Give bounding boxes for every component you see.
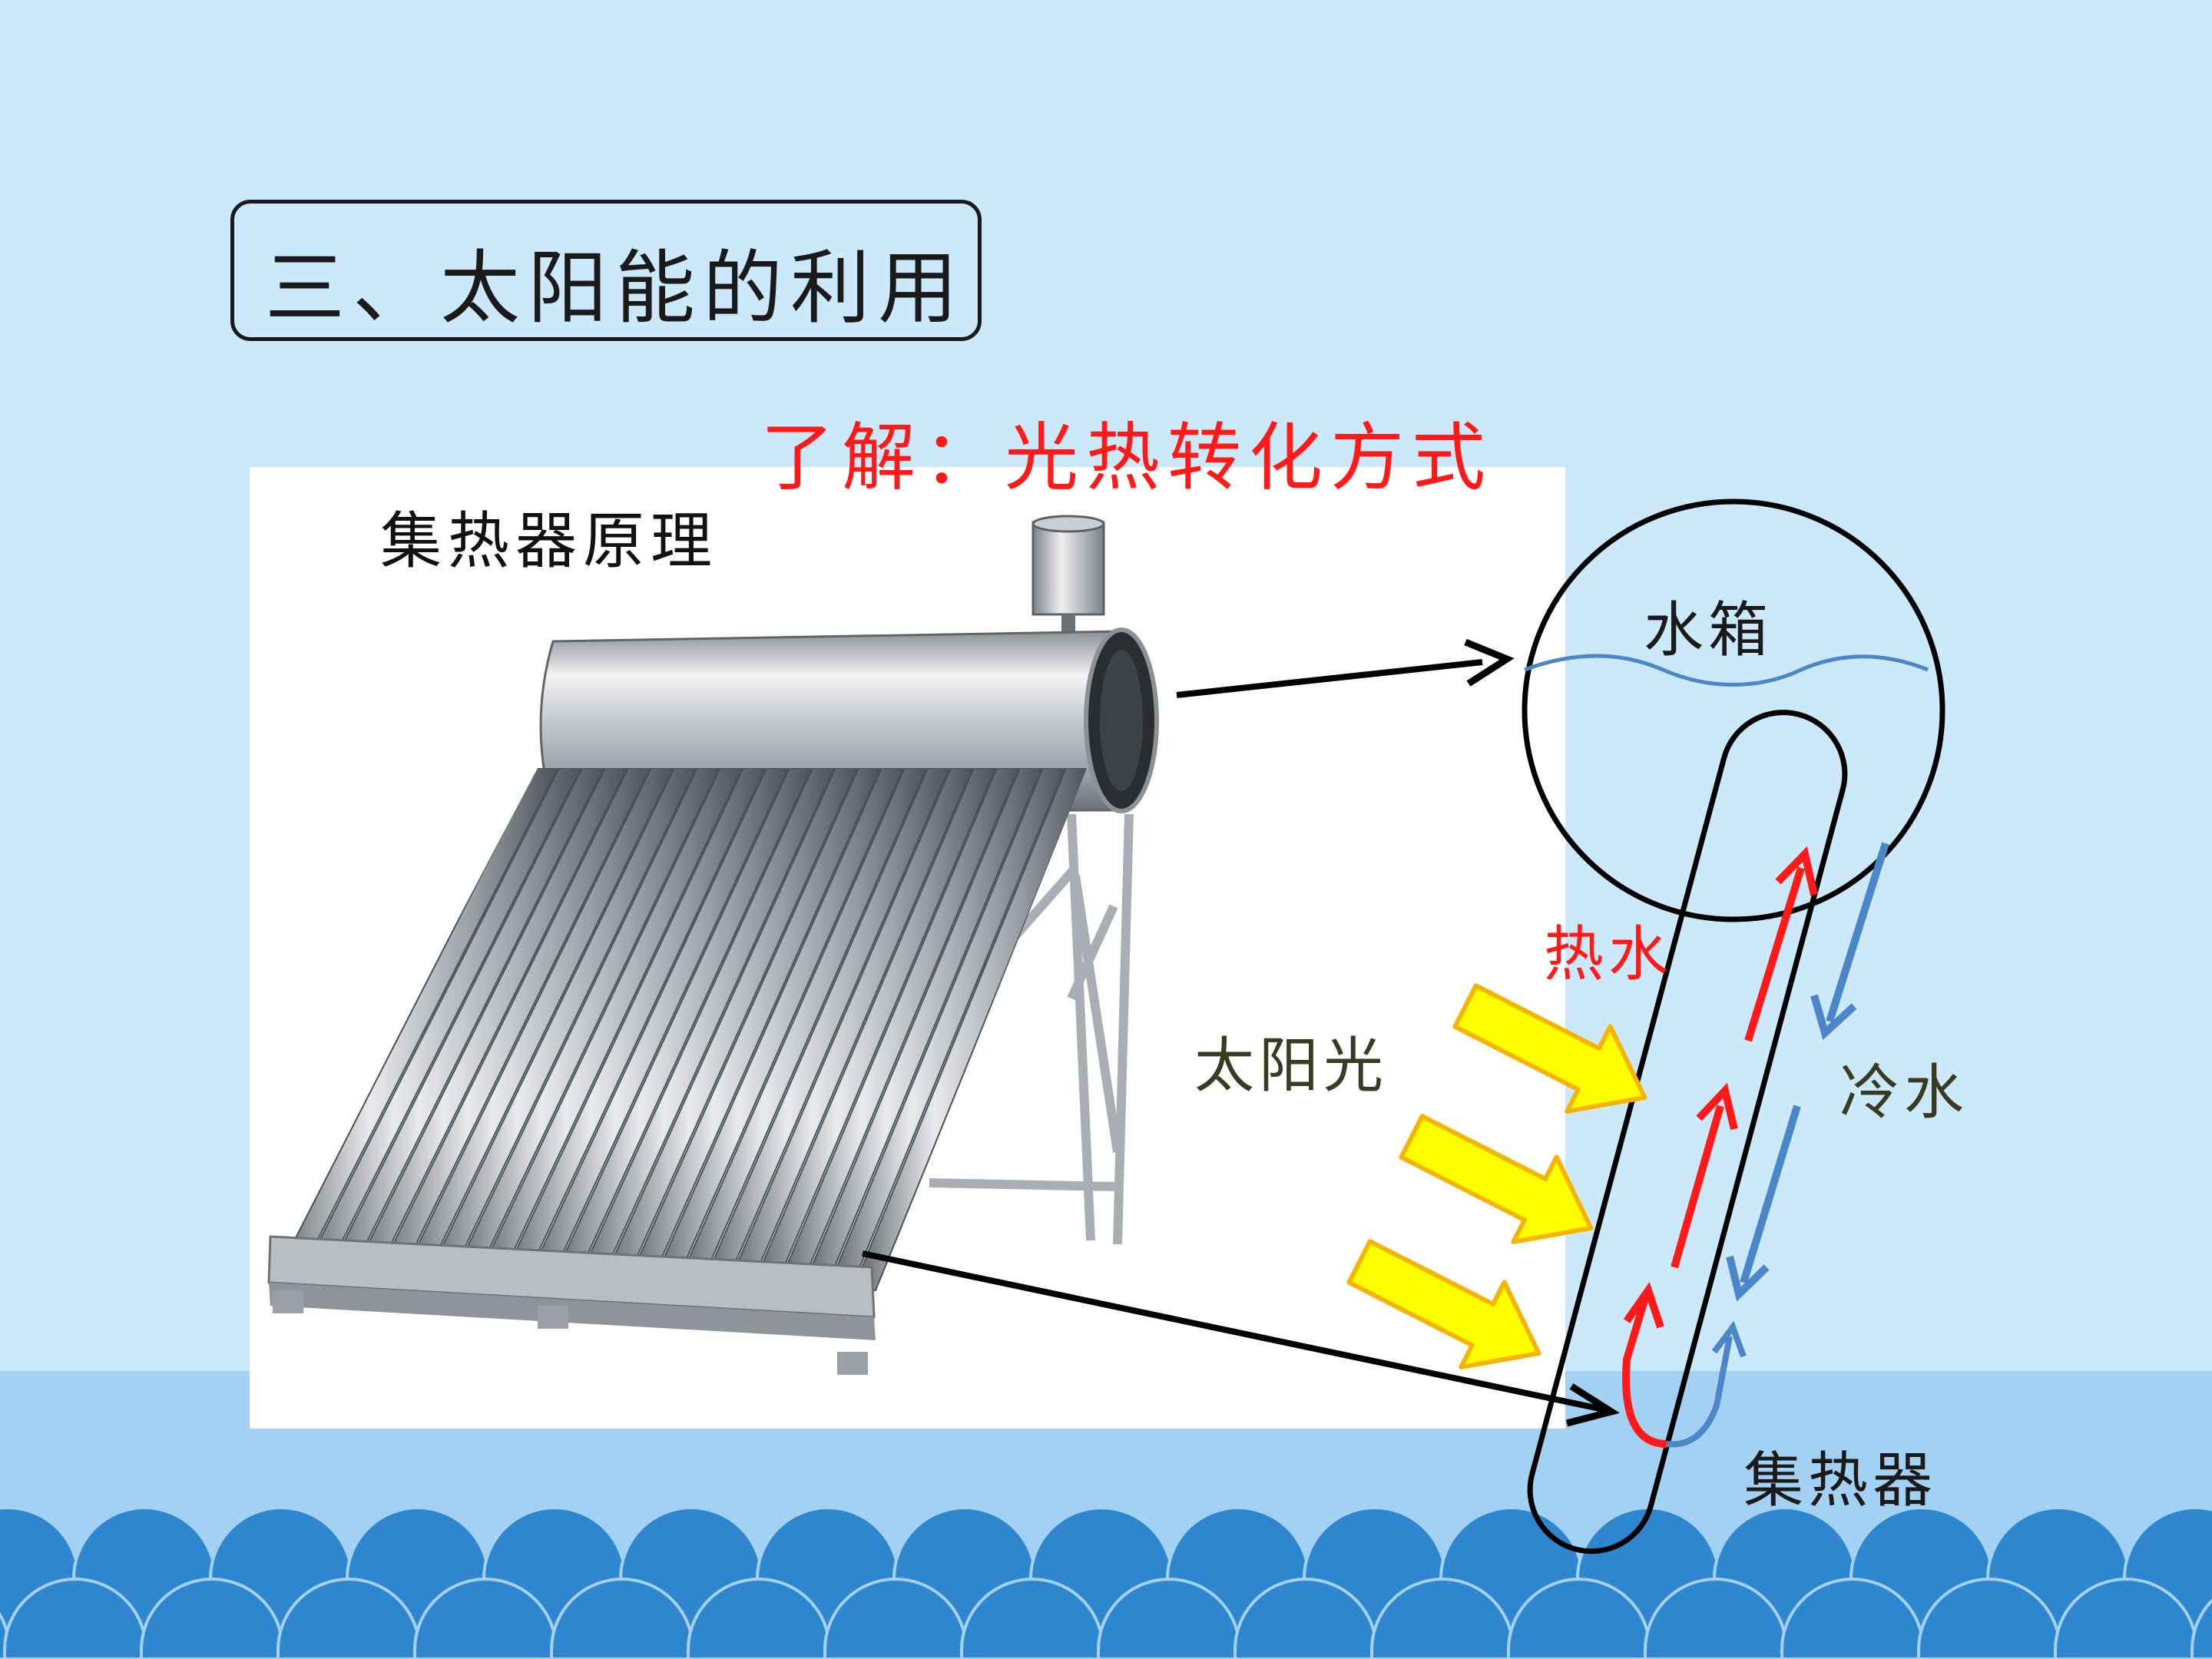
collector-label: 集热器 xyxy=(1743,1446,1938,1515)
sunlight-arrows xyxy=(1346,983,1647,1369)
pointer-arrow-to-tank xyxy=(1176,638,1515,698)
water-surface-line xyxy=(1524,654,1929,687)
sunlight-arrow xyxy=(1399,1114,1594,1244)
hot-water-label: 热水 xyxy=(1544,920,1674,989)
waves-front xyxy=(0,1578,2212,1659)
cold-water-arrows xyxy=(1666,842,1889,1448)
collector-tube xyxy=(1527,710,1848,1555)
title-box xyxy=(230,200,982,341)
solar-tube xyxy=(851,768,1087,1291)
wave xyxy=(2190,1598,2212,1659)
sunlight-arrow xyxy=(1346,1239,1541,1369)
cold-water-label: 冷水 xyxy=(1839,1058,1969,1128)
tank-circle xyxy=(1522,498,1945,922)
solar-heater-photo xyxy=(267,515,1159,1375)
sunlight-label: 太阳光 xyxy=(1194,1031,1389,1101)
pointer-arrow-to-collector xyxy=(862,1250,1621,1427)
sunlight-arrow xyxy=(1452,983,1647,1114)
tank-label: 水箱 xyxy=(1644,596,1773,665)
hot-water-arrows xyxy=(1622,846,1818,1448)
slide-subtitle: 了解：光热转化方式 xyxy=(760,415,1493,501)
slide-title: 三、太阳能的利用 xyxy=(265,241,966,335)
photo-label: 集热器原理 xyxy=(380,505,718,577)
